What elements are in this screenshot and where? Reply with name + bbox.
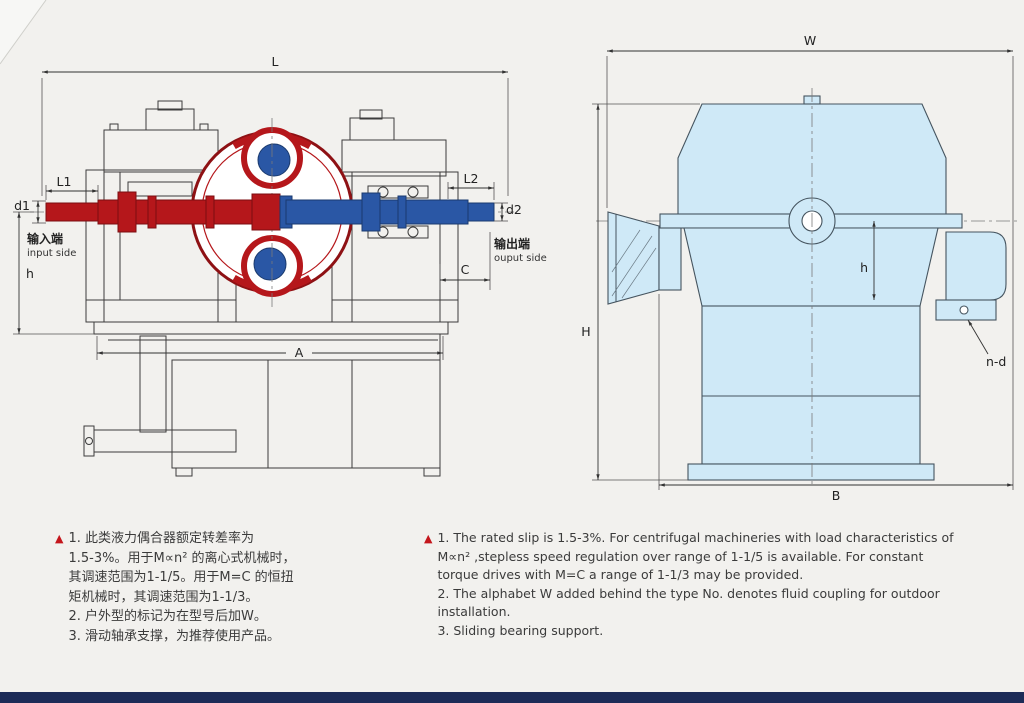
note-line: 1. The rated slip is 1.5-3%. For centrif… <box>437 530 954 545</box>
note-line: M∝n² ,stepless speed regulation over ran… <box>437 548 924 564</box>
dimension-arrowhead <box>872 294 876 300</box>
note-line: torque drives with M=C a range of 1-1/3 … <box>437 567 804 582</box>
right-pedestal <box>331 109 459 323</box>
dimension-arrowhead <box>46 189 52 193</box>
dimension-arrowhead <box>97 351 103 355</box>
notes-english-text: 1. The rated slip is 1.5-3%. For centrif… <box>437 529 953 640</box>
output-shaft <box>279 192 495 232</box>
dimension-arrowhead <box>484 278 490 282</box>
dim-label-W: W <box>804 33 816 48</box>
dimension-arrowhead <box>17 328 21 334</box>
dimension-arrowhead <box>437 351 443 355</box>
guard-connector <box>658 225 682 291</box>
technical-drawing: L L1 L2 d1 d2 <box>0 0 1018 503</box>
dim-label-B: B <box>832 488 841 503</box>
base-foundation <box>83 321 449 477</box>
dim-label-n-d: n-d <box>986 354 1006 369</box>
dimension-arrowhead <box>500 215 504 221</box>
dimension-arrowhead <box>488 186 494 190</box>
notes-chinese-text: 1. 此类液力偶合器额定转差率为 1.5-3%。用于M∝n² 的离心式机械时， … <box>68 529 295 646</box>
dim-label-h: h <box>26 266 34 281</box>
dim-label-d2: d2 <box>506 202 522 217</box>
page-corner-line <box>0 0 47 65</box>
dimension-arrowhead <box>17 212 21 218</box>
dimension-arrowhead <box>42 70 48 74</box>
foot-bolt-hole <box>959 305 969 315</box>
base-plate <box>687 463 935 481</box>
dimension-arrowhead <box>659 483 665 487</box>
notes-chinese: ▲ 1. 此类液力偶合器额定转差率为 1.5-3%。用于M∝n² 的离心式机械时… <box>55 529 296 646</box>
note-line: 1. 此类液力偶合器额定转差率为 <box>68 531 255 546</box>
dimension-arrowhead <box>448 186 454 190</box>
note-line: installation. <box>437 604 511 619</box>
side-view-dimensions: L L1 L2 d1 d2 <box>13 54 547 360</box>
note-line: 1.5-3%。用于M∝n² 的离心式机械时， <box>68 550 296 566</box>
dim-label-H: H <box>581 324 590 339</box>
output-side-label-cn: 输出端 <box>494 236 530 251</box>
dim-label-L: L <box>272 54 279 69</box>
dimension-arrowhead <box>1007 483 1013 487</box>
output-side-label-en: ouput side <box>494 253 547 264</box>
dimension-arrowhead <box>607 49 613 53</box>
notes-english: ▲ 1. The rated slip is 1.5-3%. For centr… <box>424 529 954 640</box>
note-line: 矩机械时，其调速范围为1-1/3。 <box>68 589 259 605</box>
front-view-dimensions: W H h B n-d <box>581 33 1014 503</box>
dimension-arrowhead <box>440 278 446 282</box>
oil-tank <box>701 305 921 465</box>
bearing-bracket <box>945 231 1007 301</box>
dim-label-h-front: h <box>860 260 868 275</box>
dimension-arrowhead <box>36 201 40 207</box>
front-view-body <box>607 95 1007 481</box>
dim-label-L2: L2 <box>464 171 479 186</box>
note-line: 3. 滑动轴承支撑，为推荐使用产品。 <box>68 628 281 644</box>
note-line: 2. The alphabet W added behind the type … <box>437 585 940 601</box>
note-triangle-icon: ▲ <box>424 532 433 545</box>
dim-label-L1: L1 <box>57 174 72 189</box>
dimension-arrowhead <box>92 189 98 193</box>
note-line: 2. 户外型的标记为在型号后加W。 <box>68 609 267 624</box>
dimension-arrowhead <box>502 70 508 74</box>
dim-label-d1: d1 <box>14 198 30 213</box>
dimension-arrowhead <box>596 474 600 480</box>
note-line: 其调速范围为1-1/5。用于M=C 的恒扭 <box>68 570 294 585</box>
input-side-label-cn: 输入端 <box>27 231 63 246</box>
dimension-arrowhead <box>596 104 600 110</box>
note-line: 3. Sliding bearing support. <box>437 622 604 638</box>
dimension-arrowhead <box>36 217 40 223</box>
dimension-arrowhead <box>1007 49 1013 53</box>
front-view-drawing: W H h B n-d <box>581 33 1018 503</box>
dimension-arrowhead <box>500 203 504 209</box>
dim-label-A: A <box>295 345 304 360</box>
input-shaft <box>45 191 281 233</box>
footer-bar <box>0 692 1024 703</box>
dimension-arrowhead <box>968 320 973 326</box>
input-side-label-en: input side <box>27 248 76 259</box>
runner-sections <box>253 143 291 281</box>
note-triangle-icon: ▲ <box>55 532 64 545</box>
dim-label-C: C <box>461 262 470 277</box>
side-view-drawing: L L1 L2 d1 d2 <box>13 54 547 477</box>
dimension-arrowhead <box>872 221 876 227</box>
